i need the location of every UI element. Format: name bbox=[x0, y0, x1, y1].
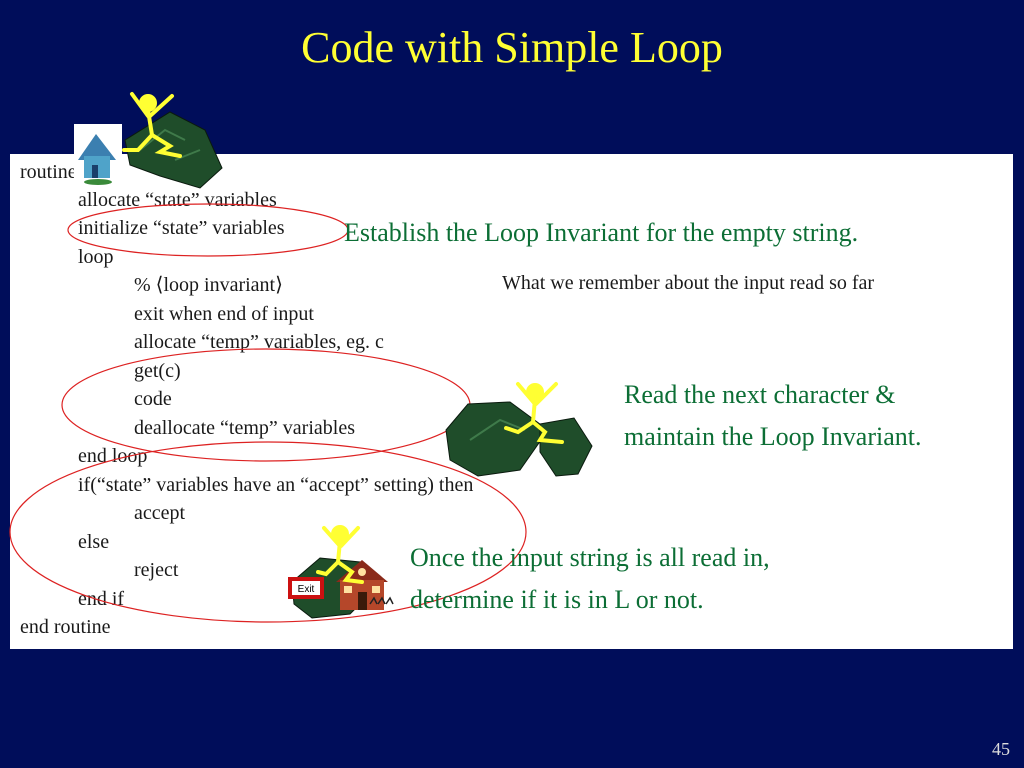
code-line-loop-invariant: % ⟨loop invariant⟩ bbox=[134, 274, 283, 296]
stick-figure-bottom-icon bbox=[316, 525, 364, 584]
code-line-end-routine: end routine bbox=[20, 616, 111, 638]
code-line-end-if: end if bbox=[78, 588, 125, 610]
stick-figure-icon bbox=[122, 92, 182, 158]
code-line-else: else bbox=[78, 531, 110, 553]
callout-read-next-line1: Read the next character & bbox=[624, 380, 896, 409]
remember-note: What we remember about the input read so… bbox=[502, 272, 875, 294]
code-line-deallocate-temp: deallocate “temp” variables bbox=[134, 417, 355, 439]
ellipse-loop-body bbox=[61, 348, 471, 462]
code-line-reject: reject bbox=[134, 559, 179, 581]
callout-once-read-line2: determine if it is in L or not. bbox=[410, 585, 704, 614]
code-line-allocate-state: allocate “state” variables bbox=[78, 189, 277, 211]
code-line-initialize-state: initialize “state” variables bbox=[78, 217, 285, 239]
code-line-loop: loop bbox=[78, 246, 114, 268]
ellipse-initialize bbox=[67, 203, 349, 257]
page-number: 45 bbox=[992, 739, 1010, 759]
rock-icon bbox=[124, 111, 223, 189]
code-panel: routine allocate “state” variables initi… bbox=[10, 154, 1013, 649]
slide-title: Code with Simple Loop bbox=[301, 23, 723, 72]
exit-sign-icon: Exit bbox=[288, 577, 324, 599]
code-line-if-accept: if(“state” variables have an “accept” se… bbox=[78, 474, 474, 496]
code-line-routine: routine bbox=[20, 161, 77, 183]
code-line-accept: accept bbox=[134, 502, 186, 524]
stick-figure-middle-icon bbox=[504, 382, 564, 444]
school-icon bbox=[336, 560, 394, 610]
code-line-allocate-temp: allocate “temp” variables, eg. c bbox=[134, 331, 384, 353]
callout-read-next-line2: maintain the Loop Invariant. bbox=[624, 422, 922, 451]
code-line-end-loop: end loop bbox=[78, 445, 148, 467]
callout-establish-invariant: Establish the Loop Invariant for the emp… bbox=[344, 218, 859, 247]
ellipse-decision bbox=[9, 441, 527, 623]
house-start-icon bbox=[74, 124, 122, 185]
rock-pair-icon bbox=[445, 401, 593, 477]
code-line-code: code bbox=[134, 388, 172, 410]
code-line-exit-when: exit when end of input bbox=[134, 303, 314, 325]
callout-once-read-line1: Once the input string is all read in, bbox=[410, 543, 770, 572]
code-line-get: get(c) bbox=[134, 360, 181, 382]
exit-sign-label: Exit bbox=[298, 584, 315, 595]
